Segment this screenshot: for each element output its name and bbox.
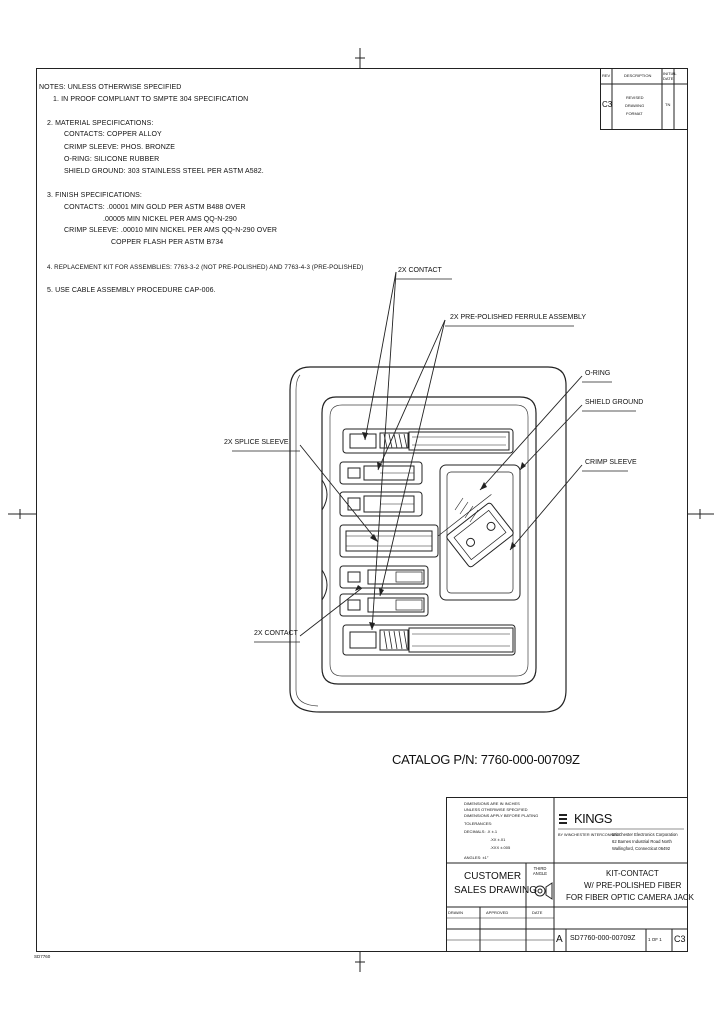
company-sub: BY WINCHESTER INTERCONNECT (558, 833, 621, 837)
note-4: 4. REPLACEMENT KIT FOR ASSEMBLIES: 7763-… (47, 264, 364, 271)
tol-8: ANGLES: ±1° (464, 855, 489, 860)
tol-7: .XXX ±.005 (490, 845, 511, 850)
callout-contact-bottom: 2X CONTACT (254, 630, 298, 637)
customer-label: CUSTOMER (464, 871, 522, 882)
note-1: 1. IN PROOF COMPLIANT TO SMPTE 304 SPECI… (53, 96, 249, 103)
callout-underlines (232, 278, 636, 643)
note-2d: SHIELD GROUND: 303 STAINLESS STEEL PER A… (64, 168, 264, 175)
callout-ferrule: 2X PRE-POLISHED FERRULE ASSEMBLY (450, 314, 587, 321)
outer-tray (289, 366, 567, 713)
rev-desc-1: REVISED (626, 95, 644, 100)
rev-header: REV (602, 73, 611, 78)
ferrule-row-3 (339, 565, 429, 589)
ferrule-row-4 (339, 593, 429, 617)
callout-crimp: CRIMP SLEEVE (585, 459, 637, 466)
callout-oring: O-RING (585, 370, 611, 377)
initial-date-header: INITIAL DATE (663, 71, 677, 81)
note-3: 3. FINISH SPECIFICATIONS: (47, 192, 142, 199)
revision-block: REV DESCRIPTION INITIAL DATE C3 REVISED … (600, 68, 688, 130)
company-line-3: Wallingford, Connecticut 06492 (612, 846, 671, 851)
catalog-number: CATALOG P/N: 7760-000-00709Z (392, 752, 580, 767)
size-value: A (556, 934, 563, 945)
note-3b: .00005 MIN NICKEL PER AMS QQ-N-290 (103, 216, 237, 223)
tol-6: .XX ±.01 (490, 837, 506, 842)
splice-sleeve-row (339, 524, 439, 558)
title-line-2: W/ PRE-POLISHED FIBER (584, 881, 682, 890)
tol-2: UNLESS OTHERWISE SPECIFIED (464, 807, 528, 812)
company-line-1: Winchester Electronics Corporation (612, 832, 678, 837)
leader-arrows (355, 432, 526, 630)
drawn-label: DRAWN (448, 910, 463, 915)
note-3d: COPPER FLASH PER ASTM B734 (111, 239, 224, 246)
title-rev-value: C3 (674, 934, 686, 944)
date-label: DATE (532, 910, 543, 915)
note-3a: CONTACTS: .00001 MIN GOLD PER ASTM B488 … (64, 204, 246, 211)
callout-shield: SHIELD GROUND (585, 399, 644, 406)
corner-code: SD7760 (34, 954, 51, 959)
approved-label: APPROVED (486, 910, 509, 915)
rev-initials: TN (665, 102, 671, 107)
notes-heading: NOTES: UNLESS OTHERWISE SPECIFIED (39, 84, 182, 91)
drawing-number: SD7760-000-00709Z (570, 935, 636, 942)
drawing-border (36, 68, 688, 952)
callout-contact-top: 2X CONTACT (398, 267, 442, 274)
leader-lines (299, 271, 583, 637)
note-2c: O-RING: SILICONE RUBBER (64, 156, 160, 163)
description-header: DESCRIPTION (624, 73, 652, 78)
callout-splice: 2X SPLICE SLEEVE (224, 439, 289, 446)
contact-top (342, 428, 514, 454)
note-3c: CRIMP SLEEVE: .00010 MIN NICKEL PER AMS … (64, 227, 278, 234)
company-line-2: 62 Barnes Industrial Road North (612, 839, 672, 844)
note-2: 2. MATERIAL SPECIFICATIONS: (47, 120, 154, 127)
title-line-1: KIT-CONTACT (606, 869, 659, 878)
rev-desc-3: FORMAT (626, 111, 643, 116)
company-brand: KINGS (574, 811, 612, 826)
tol-3: DIMENSIONS APPLY BEFORE PLATING (464, 813, 539, 818)
tol-5: DECIMALS: .X ±.1 (464, 829, 498, 834)
note-2a: CONTACTS: COPPER ALLOY (64, 131, 162, 138)
third-angle: THIRD ANGLE (532, 866, 548, 876)
rev-desc-2: DRAWING (625, 103, 645, 108)
inner-tray (321, 396, 537, 685)
rev-value: C3 (602, 100, 613, 109)
note-5: 5. USE CABLE ASSEMBLY PROCEDURE CAP-006. (47, 287, 216, 294)
shield-compartment (437, 464, 521, 601)
ferrule-row-1 (339, 461, 423, 485)
tol-1: DIMENSIONS ARE IN INCHES (464, 801, 520, 806)
contact-bottom (342, 624, 516, 656)
sales-drawing-label: SALES DRAWING (454, 885, 537, 896)
title-block: DIMENSIONS ARE IN INCHES UNLESS OTHERWIS… (446, 797, 694, 952)
tol-4: TOLERANCES: (464, 821, 493, 826)
sheet-value: 1 OF 1 (648, 937, 662, 942)
note-2b: CRIMP SLEEVE: PHOS. BRONZE (64, 144, 175, 151)
title-line-3: FOR FIBER OPTIC CAMERA JACK (566, 893, 695, 902)
